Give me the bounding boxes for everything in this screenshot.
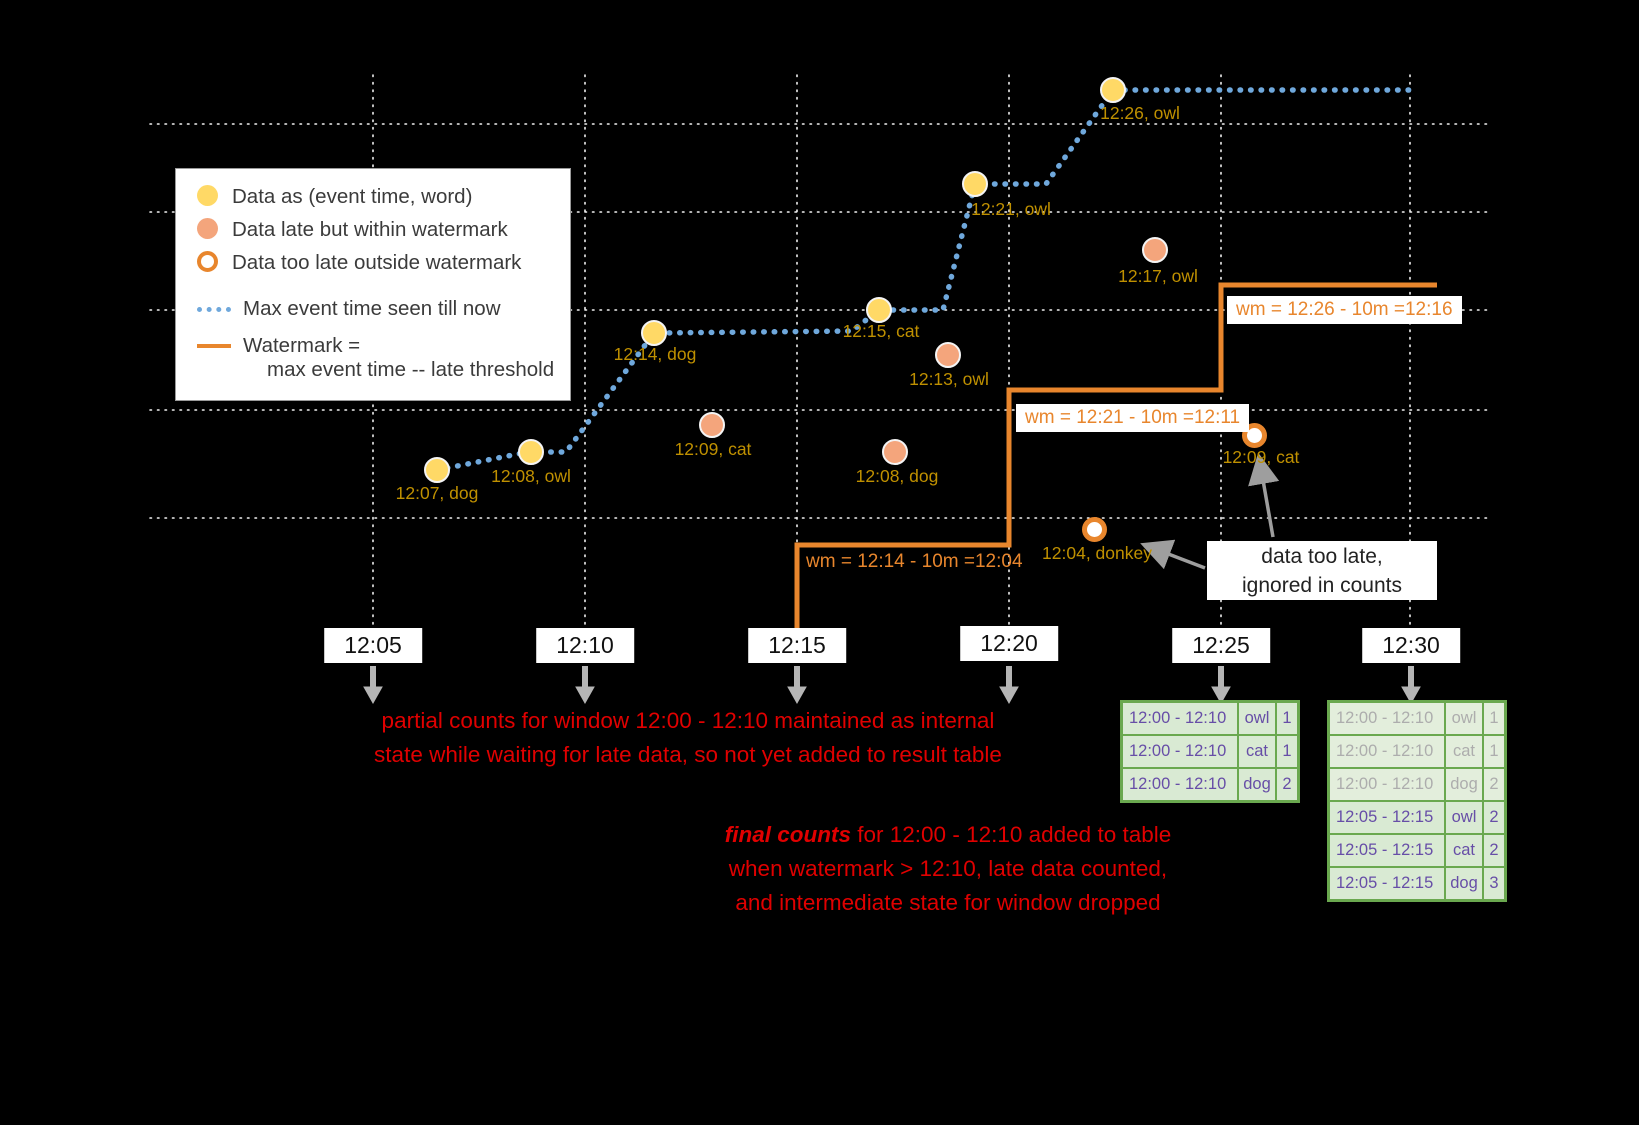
table-cell-window: 12:00 - 12:10 xyxy=(1123,769,1237,800)
note-line: data too late, xyxy=(1261,545,1383,568)
point-label: 12:14, dog xyxy=(613,344,697,364)
point-label: 12:21, owl xyxy=(971,199,1051,219)
too-late-dot-icon xyxy=(197,251,218,272)
table-cell-count: 1 xyxy=(1484,736,1504,767)
table-cell-count: 1 xyxy=(1277,703,1297,734)
annotation-line: and intermediate state for window droppe… xyxy=(735,890,1161,915)
legend-label: Data as (event time, word) xyxy=(232,185,473,208)
axis-arrows xyxy=(363,666,1421,705)
annotation-line: partial counts for window 12:00 - 12:10 … xyxy=(381,708,995,733)
table-cell-window: 12:05 - 12:15 xyxy=(1330,802,1444,833)
legend-label: Data late but within watermark xyxy=(232,218,508,241)
point-label: 12:04, donkey xyxy=(1042,543,1152,563)
data-point-too-late xyxy=(1082,517,1107,542)
legend-item-max-event-time: Max event time seen till now xyxy=(176,294,570,327)
final-counts-annotation: final counts for 12:00 - 12:10 added to … xyxy=(725,818,1172,920)
data-point-on-time xyxy=(424,457,450,483)
legend-label-line2: max event time -- late threshold xyxy=(267,358,555,381)
table-cell-window: 12:05 - 12:15 xyxy=(1330,835,1444,866)
late-dot-icon xyxy=(197,218,218,239)
annotation-line-rest: for 12:00 - 12:10 added to table xyxy=(851,822,1172,847)
dotted-line-icon xyxy=(197,307,231,312)
table-cell-window: 12:00 - 12:10 xyxy=(1123,736,1237,767)
point-label: 12:09, cat xyxy=(1222,447,1300,467)
data-point-on-time xyxy=(1100,77,1126,103)
table-cell-count: 1 xyxy=(1277,736,1297,767)
final-counts-emphasis: final counts xyxy=(724,822,852,847)
table-cell-count: 3 xyxy=(1484,868,1504,899)
legend-label: Max event time seen till now xyxy=(243,297,501,320)
too-late-note: data too late, ignored in counts xyxy=(1207,541,1437,600)
data-point-late xyxy=(882,439,908,465)
table-cell-count: 2 xyxy=(1484,769,1504,800)
annotation-line: state while waiting for late data, so no… xyxy=(374,742,1002,767)
solid-line-icon xyxy=(197,344,231,348)
table-cell-count: 2 xyxy=(1277,769,1297,800)
point-label: 12:26, owl xyxy=(1100,103,1180,123)
table-cell-word: owl xyxy=(1446,802,1482,833)
on-time-dot-icon xyxy=(197,185,218,206)
legend-item-on-time: Data as (event time, word) xyxy=(176,182,570,215)
table-cell-word: cat xyxy=(1446,736,1482,767)
too-late-note-arrows xyxy=(1140,452,1280,570)
axis-tick-1215: 12:15 xyxy=(748,628,846,663)
data-point-late xyxy=(1142,237,1168,263)
table-cell-window: 12:00 - 12:10 xyxy=(1123,703,1237,734)
annotation-line: final counts for 12:00 - 12:10 added to … xyxy=(725,818,1172,852)
point-label: 12:15, cat xyxy=(842,321,920,341)
note-line: ignored in counts xyxy=(1242,574,1402,597)
point-label: 12:09, cat xyxy=(674,439,752,459)
table-cell-window: 12:05 - 12:15 xyxy=(1330,868,1444,899)
table-cell-window: 12:00 - 12:10 xyxy=(1330,736,1444,767)
point-label: 12:08, dog xyxy=(855,466,939,486)
table-cell-word: cat xyxy=(1239,736,1275,767)
annotation-line: when watermark > 12:10, late data counte… xyxy=(728,856,1168,881)
watermark-value-label: wm = 12:21 - 10m =12:11 xyxy=(1016,404,1250,432)
point-label: 12:07, dog xyxy=(395,483,479,503)
data-point-on-time xyxy=(866,297,892,323)
legend-item-too-late: Data too late outside watermark xyxy=(176,248,570,281)
data-point-late xyxy=(935,342,961,368)
table-cell-window: 12:00 - 12:10 xyxy=(1330,769,1444,800)
axis-tick-1220: 12:20 xyxy=(960,626,1058,661)
data-point-on-time xyxy=(518,439,544,465)
data-point-on-time xyxy=(641,320,667,346)
watermark-line xyxy=(794,282,1437,630)
axis-tick-1210: 12:10 xyxy=(536,628,634,663)
point-label: 12:08, owl xyxy=(491,466,571,486)
partial-counts-annotation: partial counts for window 12:00 - 12:10 … xyxy=(374,704,1002,772)
table-cell-word: owl xyxy=(1239,703,1275,734)
table-cell-word: cat xyxy=(1446,835,1482,866)
max-event-time-line xyxy=(434,87,1418,473)
table-cell-count: 2 xyxy=(1484,802,1504,833)
watermark-value-label: wm = 12:14 - 10m =12:04 xyxy=(806,551,1023,572)
legend-item-watermark: Watermark = max event time -- late thres… xyxy=(176,331,570,382)
table-cell-window: 12:00 - 12:10 xyxy=(1330,703,1444,734)
table-cell-word: dog xyxy=(1446,868,1482,899)
point-label: 12:13, owl xyxy=(909,369,989,389)
legend: Data as (event time, word) Data late but… xyxy=(175,168,571,401)
legend-label: Data too late outside watermark xyxy=(232,251,522,274)
legend-label-line1: Watermark = xyxy=(243,334,361,357)
data-point-on-time xyxy=(962,171,988,197)
legend-label: Watermark = max event time -- late thres… xyxy=(243,331,554,382)
data-point-too-late xyxy=(1242,423,1267,448)
table-cell-count: 1 xyxy=(1484,703,1504,734)
data-point-late xyxy=(699,412,725,438)
axis-tick-1205: 12:05 xyxy=(324,628,422,663)
result-table-1225: 12:00 - 12:10 owl 1 12:00 - 12:10 cat 1 … xyxy=(1120,700,1300,803)
watermark-value-label: wm = 12:26 - 10m =12:16 xyxy=(1227,296,1462,324)
legend-item-late: Data late but within watermark xyxy=(176,215,570,248)
table-cell-word: dog xyxy=(1446,769,1482,800)
result-table-1230: 12:00 - 12:10 owl 1 12:00 - 12:10 cat 1 … xyxy=(1327,700,1507,902)
table-cell-count: 2 xyxy=(1484,835,1504,866)
table-cell-word: owl xyxy=(1446,703,1482,734)
axis-tick-1230: 12:30 xyxy=(1362,628,1460,663)
point-label: 12:17, owl xyxy=(1118,266,1198,286)
table-cell-word: dog xyxy=(1239,769,1275,800)
axis-tick-1225: 12:25 xyxy=(1172,628,1270,663)
